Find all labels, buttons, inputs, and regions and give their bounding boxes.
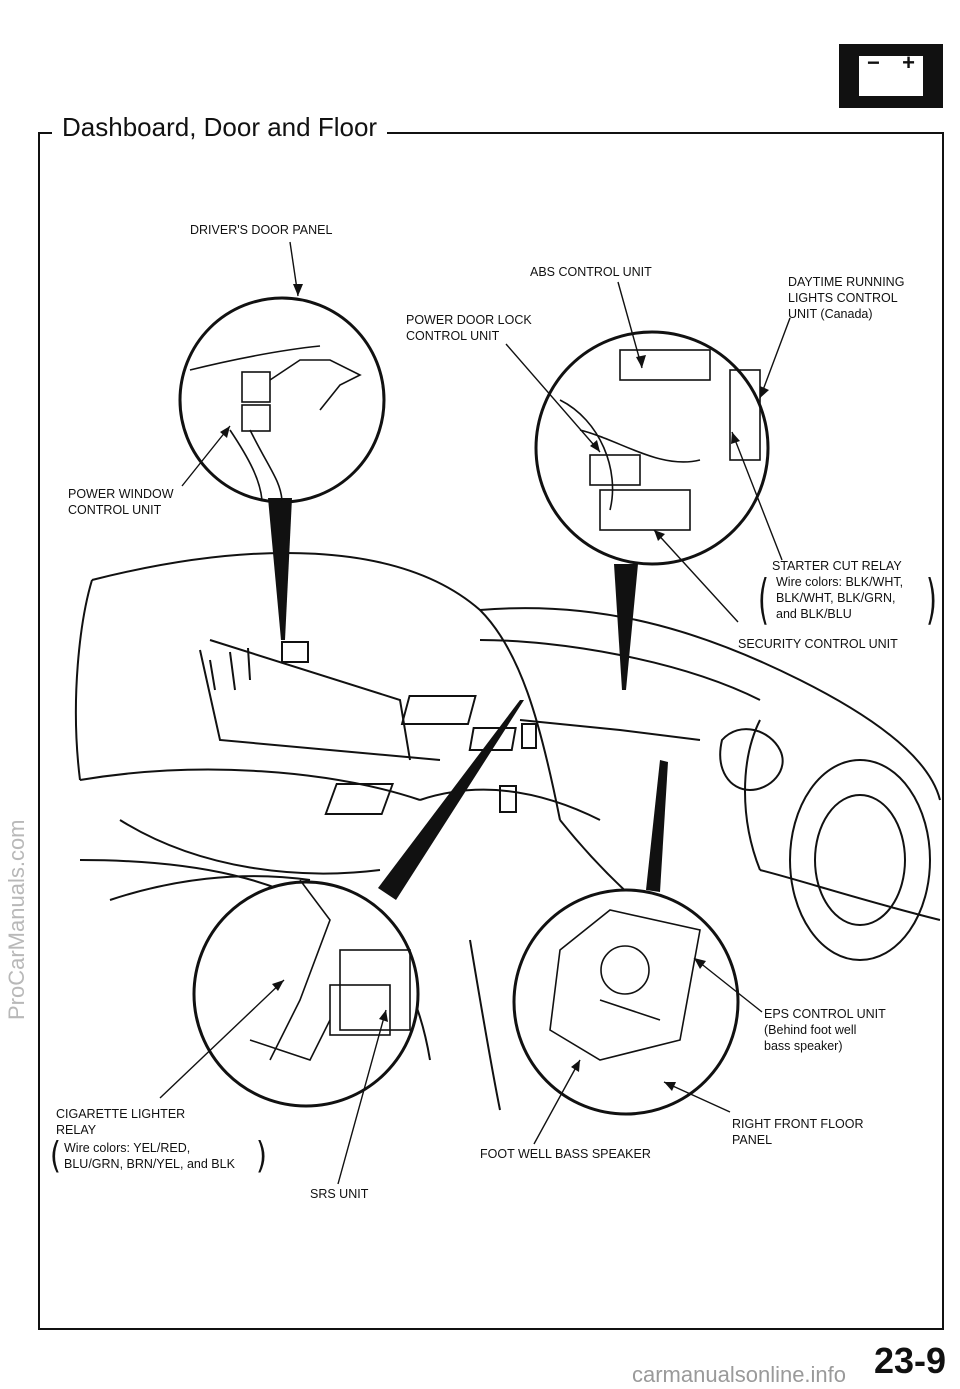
right-front-floor-label: RIGHT FRONT FLOOR PANEL <box>732 1117 864 1147</box>
page-title: Dashboard, Door and Floor <box>52 112 388 143</box>
power-door-lock-label: POWER DOOR LOCK CONTROL UNIT <box>406 313 532 343</box>
cigarette-lighter-label: CIGARETTE LIGHTER RELAY <box>56 1107 186 1137</box>
srs-unit-label: SRS UNIT <box>310 1187 369 1201</box>
power-window-label: POWER WINDOW CONTROL UNIT <box>68 487 174 517</box>
starter-cut-wires-label: Wire colors: BLK/WHT, BLK/WHT, BLK/GRN, … <box>776 575 904 621</box>
drivers-door-panel-label: DRIVER'S DOOR PANEL <box>190 223 333 237</box>
foot-well-bass-label: FOOT WELL BASS SPEAKER <box>480 1147 651 1161</box>
security-control-label: SECURITY CONTROL UNIT <box>738 637 898 651</box>
bracket-right: ) <box>256 1134 267 1177</box>
abs-control-unit-label: ABS CONTROL UNIT <box>530 265 652 279</box>
cigarette-wires-label: Wire colors: YEL/RED, BLU/GRN, BRN/YEL, … <box>64 1141 235 1171</box>
bracket-left: ( <box>50 1134 61 1177</box>
floor-callout <box>512 888 740 1116</box>
bracket-right: ) <box>926 568 937 631</box>
diagram-frame <box>38 132 944 1330</box>
watermark-text: ProCarManuals.com <box>4 819 29 1020</box>
battery-plus-symbol: + <box>902 50 915 75</box>
bracket-left: ( <box>758 568 769 631</box>
abs-callout <box>534 330 770 566</box>
eps-control-label: EPS CONTROL UNIT (Behind foot well bass … <box>764 1007 886 1053</box>
drivers-door-callout <box>178 296 386 504</box>
footer-watermark: carmanualsonline.info <box>632 1362 847 1387</box>
page-number: 23-9 <box>874 1340 947 1381</box>
starter-cut-relay-label: STARTER CUT RELAY <box>772 559 902 573</box>
battery-minus-symbol: − <box>867 50 880 75</box>
srs-callout <box>192 880 420 1108</box>
daytime-running-label: DAYTIME RUNNING LIGHTS CONTROL UNIT (Can… <box>788 275 905 321</box>
battery-icon: − + <box>839 44 943 108</box>
